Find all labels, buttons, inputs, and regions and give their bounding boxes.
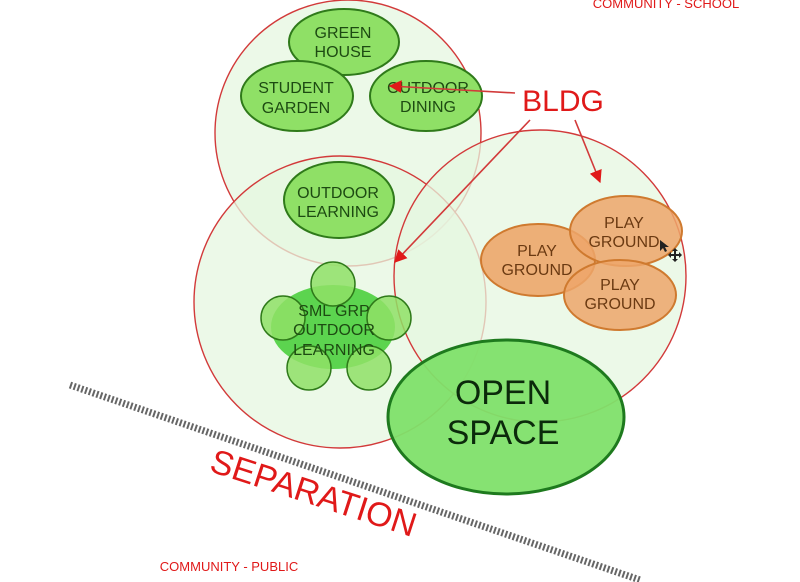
- sml-grp-petal-bottom-left: [286, 345, 332, 391]
- green-house-line2: HOUSE: [315, 44, 372, 61]
- play-ground-3-line2: GROUND: [584, 296, 655, 313]
- label-community-public: COMMUNITY - PUBLIC: [160, 559, 298, 574]
- outdoor-dining-line2: DINING: [400, 99, 456, 116]
- sml-grp-petal-left: [260, 295, 306, 341]
- pointer-cursor-icon: [660, 240, 669, 252]
- open-space-bubble: [386, 338, 626, 496]
- sml-grp-petal-top: [310, 261, 356, 307]
- green-house-bubble: [288, 8, 400, 76]
- sml-grp-petal-right: [366, 295, 412, 341]
- sml-grp-line3: LEARNING: [293, 342, 375, 359]
- outdoor-dining-bubble: [369, 60, 483, 132]
- label-community-school: COMMUNITY - SCHOOL: [593, 0, 739, 11]
- sml-grp-line1: SML GRP: [298, 303, 369, 320]
- arrow-to-sml-grp: [394, 119, 531, 263]
- green-house-line1: GREEN: [315, 25, 372, 42]
- play-ground-1-line1: PLAY: [517, 243, 557, 260]
- play-ground-1-line2: GROUND: [501, 262, 572, 279]
- student-garden-line2: GARDEN: [262, 100, 330, 117]
- sml-grp-petal-bottom-right: [346, 345, 392, 391]
- play-ground-3-line1: PLAY: [600, 277, 640, 294]
- open-space-line1: OPEN: [455, 374, 551, 412]
- outdoor-learning-bubble: [283, 161, 395, 239]
- move-cursor-icon: [668, 248, 682, 262]
- separation-line: [68, 381, 642, 582]
- play-ground-3-bubble: [563, 259, 677, 331]
- outdoor-learning-line1: OUTDOOR: [297, 185, 379, 202]
- play-ground-2-line1: PLAY: [604, 215, 644, 232]
- outdoor-learning-line2: LEARNING: [297, 204, 379, 221]
- arrow-to-play-ground: [574, 119, 602, 184]
- student-garden-bubble: [240, 60, 354, 132]
- open-space-line2: SPACE: [447, 414, 560, 452]
- arrow-to-outdoor-dining: [388, 80, 516, 94]
- play-ground-2-line2: GROUND: [588, 234, 659, 251]
- student-garden-line1: STUDENT: [258, 80, 334, 97]
- sml-grp-line2: OUTDOOR: [293, 322, 375, 339]
- bldg-label: BLDG: [522, 85, 604, 118]
